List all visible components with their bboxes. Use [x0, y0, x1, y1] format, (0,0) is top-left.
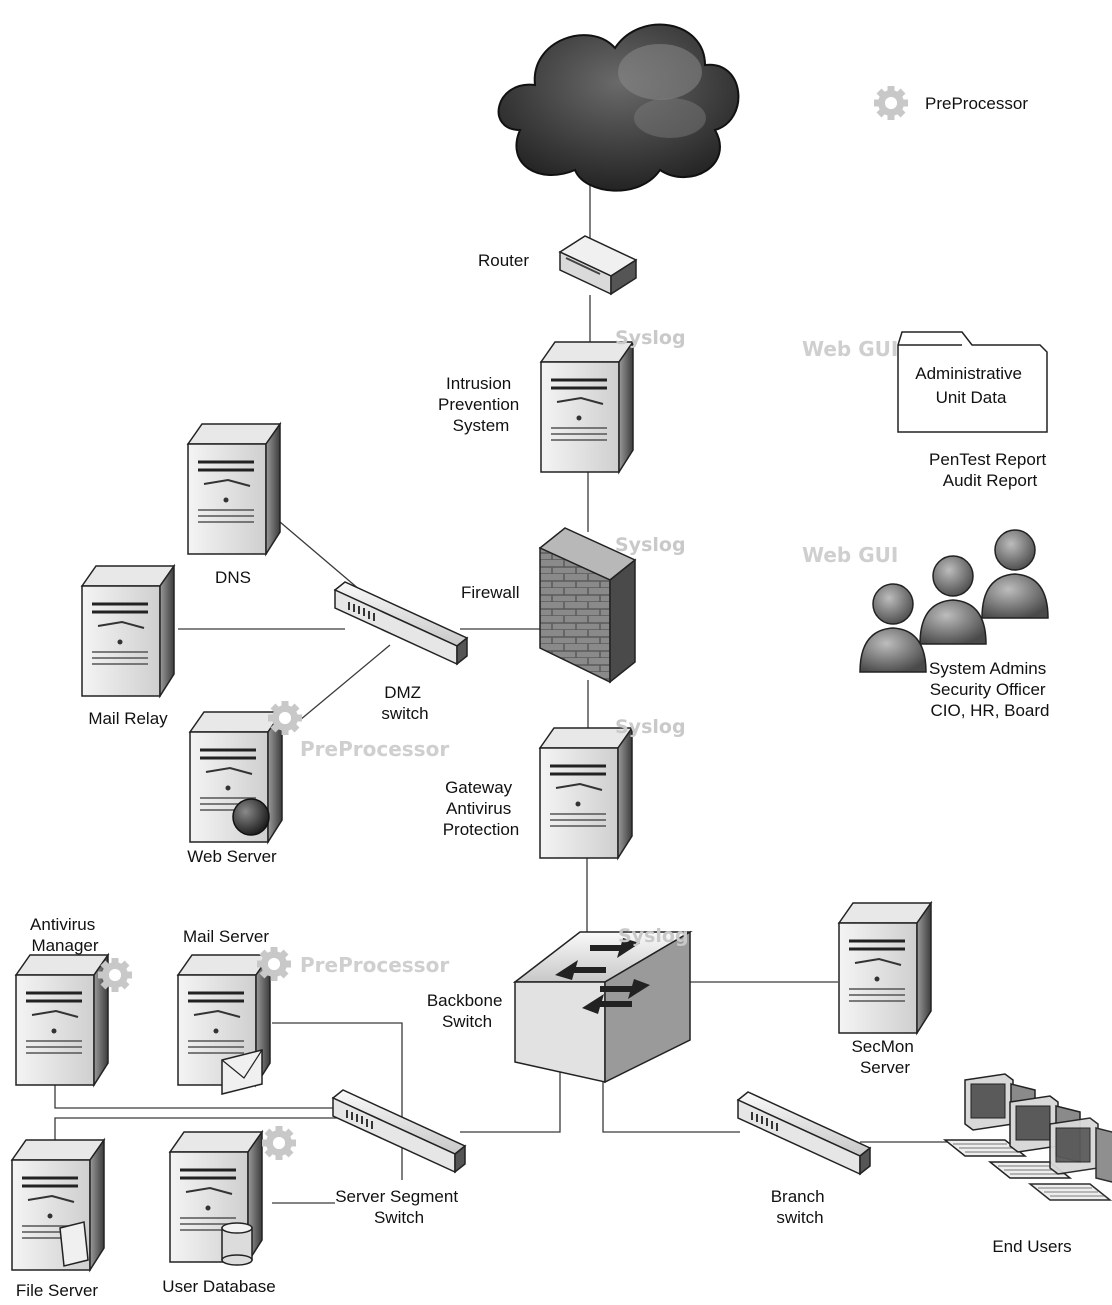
- person-icon: [919, 555, 987, 645]
- globe-icon: [232, 798, 270, 836]
- legend: PreProcessor: [874, 86, 1028, 120]
- mail-server: Mail Server: [176, 927, 291, 1095]
- envelope-icon: [221, 1049, 263, 1095]
- file-server-label: File Server: [16, 1281, 99, 1300]
- syslog-watermark: Syslog: [615, 716, 686, 738]
- preprocessor-watermark: PreProcessor: [300, 953, 449, 977]
- dmz-switch-label: DMZ switch: [381, 683, 428, 723]
- gear-icon: [262, 1126, 296, 1160]
- preprocessor-watermark: PreProcessor: [300, 737, 449, 761]
- switch-arrows-icon: [555, 938, 650, 1014]
- backbone-switch-label: Backbone Switch: [427, 991, 507, 1031]
- end-users: End Users: [944, 1073, 1112, 1256]
- link-avmanager-serverswitch: [54, 1080, 340, 1109]
- mail-server-label: Mail Server: [183, 927, 269, 946]
- antivirus-manager-label: Antivirus Manager: [30, 915, 100, 955]
- administrative-unit-data-label: Administrative Unit Data: [915, 364, 1027, 407]
- database-icon: [221, 1222, 253, 1266]
- people-group: System Admins Security Officer CIO, HR, …: [859, 529, 1051, 720]
- web-gui-watermark: Web GUI: [802, 543, 898, 567]
- ips-label: Intrusion Prevention System: [438, 374, 524, 435]
- link-dns-dmz: [279, 521, 361, 591]
- web-server: Web Server: [187, 701, 302, 866]
- link-webserver-dmz: [299, 644, 391, 721]
- syslog-watermark: Syslog: [615, 327, 686, 349]
- firewall: Firewall: [461, 527, 637, 684]
- dns-label: DNS: [215, 568, 251, 587]
- file-icon: [59, 1221, 89, 1267]
- dmz-switch: DMZ switch: [334, 581, 468, 723]
- gear-icon: [98, 958, 132, 992]
- file-server: File Server: [10, 1138, 106, 1300]
- user-database-label: User Database: [162, 1277, 275, 1296]
- secmon-server: SecMon Server: [837, 901, 933, 1077]
- router-label: Router: [478, 251, 529, 270]
- people-label: System Admins Security Officer CIO, HR, …: [929, 659, 1051, 720]
- branch-switch: Branch switch: [737, 1091, 871, 1227]
- link-backbone-serverswitch: [460, 1062, 561, 1133]
- web-server-label: Web Server: [187, 847, 277, 866]
- mail-relay-label: Mail Relay: [88, 709, 168, 728]
- ips-server: Intrusion Prevention System: [438, 340, 635, 474]
- reports-label: PenTest Report Audit Report: [929, 450, 1051, 490]
- server-segment-switch-label: Server Segment Switch: [335, 1187, 463, 1227]
- web-gui-watermark: Web GUI: [802, 337, 898, 361]
- internet-cloud: [497, 23, 740, 192]
- antivirus-manager-server: Antivirus Manager: [14, 915, 132, 1087]
- gear-icon: [874, 86, 908, 120]
- person-icon: [859, 583, 927, 673]
- syslog-watermark: Syslog: [615, 534, 686, 556]
- router: Router: [478, 235, 638, 296]
- person-icon: [981, 529, 1049, 619]
- branch-switch-label: Branch switch: [771, 1187, 830, 1227]
- link-backbone-branch: [602, 1082, 740, 1133]
- end-users-label: End Users: [992, 1237, 1071, 1256]
- mail-relay-server: Mail Relay: [80, 564, 176, 728]
- legend-label: PreProcessor: [925, 94, 1028, 113]
- gateway-antivirus-label: Gateway Antivirus Protection: [443, 778, 520, 839]
- secmon-label: SecMon Server: [851, 1037, 918, 1077]
- gateway-antivirus-server: Gateway Antivirus Protection: [443, 726, 634, 860]
- administrative-unit-data: Administrative Unit Data PenTest Report …: [897, 331, 1051, 490]
- firewall-label: Firewall: [461, 583, 520, 602]
- user-database-server: User Database: [162, 1126, 296, 1296]
- dns-server: DNS: [186, 422, 282, 587]
- server-segment-switch: Server Segment Switch: [332, 1089, 466, 1227]
- watermarks: Syslog Syslog Syslog Syslog Web GUI Web …: [300, 327, 898, 977]
- gear-icon: [268, 701, 302, 735]
- syslog-watermark: Syslog: [618, 925, 689, 947]
- backbone-switch: Backbone Switch: [427, 930, 693, 1084]
- gear-icon: [257, 947, 291, 981]
